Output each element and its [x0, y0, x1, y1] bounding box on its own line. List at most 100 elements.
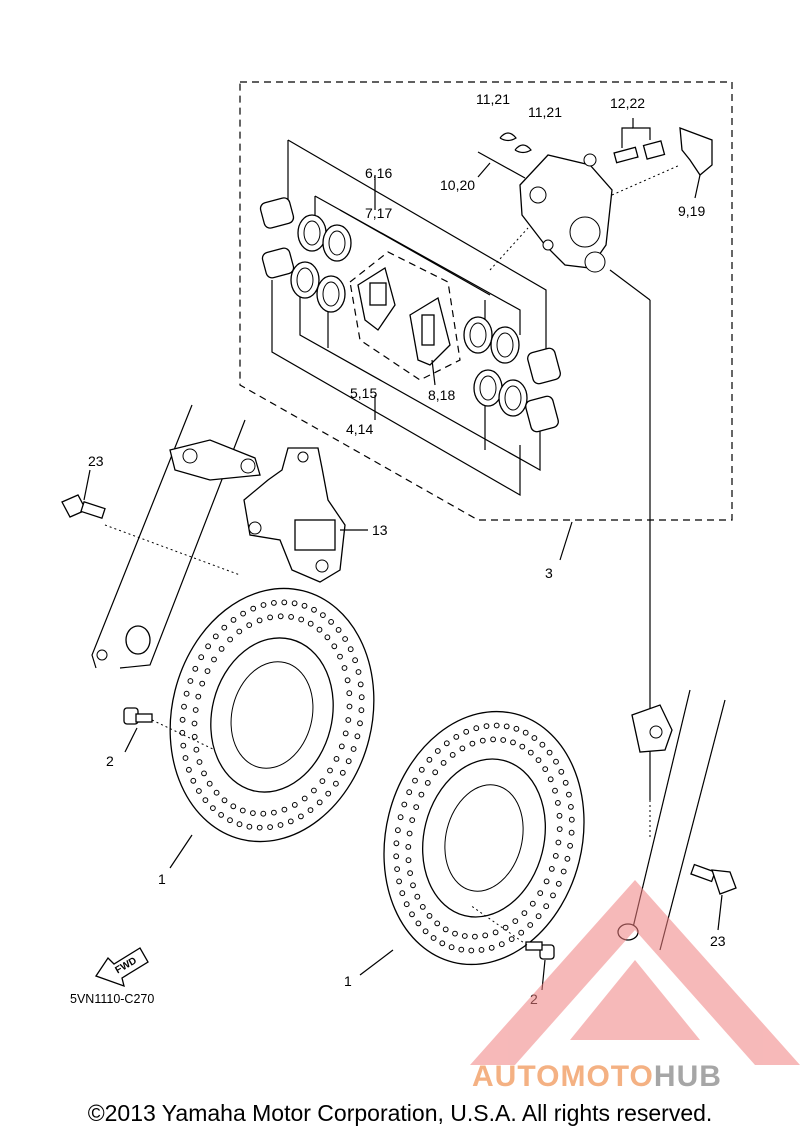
- disc-drill-hole: [535, 757, 542, 763]
- disc-drill-hole: [564, 855, 571, 862]
- callout-7-17: 7,17: [365, 205, 392, 221]
- disc-drill-hole: [472, 933, 478, 940]
- disc-drill-hole: [508, 936, 515, 942]
- disc-drill-hole: [256, 617, 263, 624]
- pad-kit-outline: [349, 251, 461, 381]
- disc-drill-hole: [328, 619, 335, 625]
- disc-drill-hole: [473, 725, 480, 732]
- brake-pads: [357, 266, 451, 366]
- disc-drill-hole: [405, 844, 412, 850]
- disc-drill-hole: [518, 929, 525, 936]
- watermark-text: AUTOMOTOHUB: [472, 1060, 800, 1094]
- disc-drill-hole: [316, 799, 323, 806]
- disc-drill-hole: [434, 920, 441, 927]
- disc-drill-hole: [409, 817, 416, 823]
- disc-drill-hole: [192, 707, 199, 713]
- caliper-kit-boundary: [239, 81, 733, 521]
- disc-drill-hole: [443, 740, 450, 747]
- disc-drill-hole: [335, 627, 342, 633]
- disc-drill-hole: [355, 669, 362, 675]
- disc-drill-hole: [419, 904, 426, 910]
- disc-drill-hole: [311, 787, 317, 794]
- disc-drill-hole: [567, 842, 573, 849]
- disc-drill-hole: [199, 680, 206, 687]
- disc-drill-hole: [488, 944, 495, 951]
- disc-drill-hole: [568, 804, 574, 810]
- disc-drill-hole: [512, 918, 519, 924]
- disc-drill-hole: [568, 816, 575, 823]
- callout-23-left: 23: [88, 453, 104, 469]
- disc-drill-hole: [331, 643, 338, 650]
- disc-drill-hole: [552, 853, 559, 859]
- disc-drill-hole: [246, 622, 253, 628]
- disc-drill-hole: [527, 922, 534, 928]
- disc-drill-hole: [468, 947, 475, 954]
- disc-drill-hole: [490, 736, 497, 743]
- disc-drill-hole: [358, 694, 365, 701]
- disc-drill-hole: [281, 599, 288, 606]
- disc-drill-hole: [182, 755, 189, 761]
- callout-3: 3: [545, 565, 553, 581]
- disc-drill-hole: [415, 920, 422, 927]
- disc-drill-hole: [352, 657, 359, 664]
- piston-set-right: [463, 316, 561, 433]
- disc-drill-hole: [277, 613, 284, 620]
- disc-drill-hole: [558, 768, 565, 775]
- disc-drill-hole: [412, 777, 418, 784]
- callout-12-22: 12,22: [610, 95, 645, 111]
- disc-drill-hole: [469, 740, 476, 747]
- disc-drill-hole: [227, 817, 233, 824]
- disc-drill-hole: [396, 878, 403, 885]
- disc-drill-hole: [410, 882, 416, 889]
- copyright-notice: ©2013 Yamaha Motor Corporation, U.S.A. A…: [87, 1100, 713, 1126]
- disc-drill-hole: [463, 728, 470, 735]
- disc-drill-hole: [311, 606, 317, 613]
- disc-drill-hole: [186, 766, 192, 773]
- disc-drill-hole: [213, 789, 220, 796]
- disc-drill-hole: [547, 776, 554, 783]
- disc-drill-hole: [267, 614, 274, 621]
- watermark-word-b: HUB: [653, 1060, 722, 1093]
- disc-drill-hole: [492, 929, 499, 936]
- callout-8-18: 8,18: [428, 387, 455, 403]
- disc-drill-hole: [479, 737, 486, 744]
- disc-drill-hole: [319, 778, 326, 784]
- disc-drill-hole: [196, 759, 203, 765]
- disc-drill-hole: [230, 803, 237, 810]
- disc-drill-hole: [202, 797, 209, 803]
- disc-drill-hole: [556, 812, 563, 819]
- disc-drill-hole: [291, 802, 298, 808]
- callout-4-14: 4,14: [346, 421, 373, 437]
- disc-drill-hole: [337, 653, 343, 660]
- disc-drill-hole: [527, 749, 534, 756]
- disc-drill-hole: [406, 830, 413, 837]
- disc-drill-hole: [358, 707, 365, 714]
- disc-drill-hole: [277, 822, 284, 828]
- disc-drill-hole: [195, 693, 202, 700]
- disc-drill-hole: [341, 665, 348, 671]
- disc-drill-hole: [478, 947, 485, 953]
- disc-drill-hole: [531, 735, 538, 741]
- disc-drill-hole: [298, 616, 305, 623]
- disc-drill-hole: [413, 804, 420, 810]
- bolt-right: [690, 863, 737, 895]
- disc-drill-hole: [500, 737, 507, 743]
- disc-drill-hole: [442, 926, 449, 933]
- disc-drill-hole: [342, 730, 349, 737]
- disc-drill-hole: [449, 752, 456, 758]
- disc-drill-hole: [183, 690, 190, 697]
- disc-drill-hole: [206, 780, 213, 787]
- disc-drill-hole: [418, 791, 425, 798]
- disc-drill-hole: [529, 900, 536, 907]
- disc-drill-hole: [354, 733, 361, 740]
- disc-drill-hole: [458, 946, 465, 953]
- disc-drill-hole: [246, 823, 253, 830]
- exploded-caliper-body: [519, 153, 613, 273]
- disc-drill-hole: [426, 756, 433, 763]
- disc-drill-hole: [281, 806, 288, 813]
- disc-drill-hole: [542, 766, 549, 772]
- disc-drill-hole: [179, 716, 186, 723]
- disc-bolt-left: [123, 707, 216, 751]
- brake-disc-right: [383, 710, 585, 966]
- disc-drill-hole: [316, 626, 323, 633]
